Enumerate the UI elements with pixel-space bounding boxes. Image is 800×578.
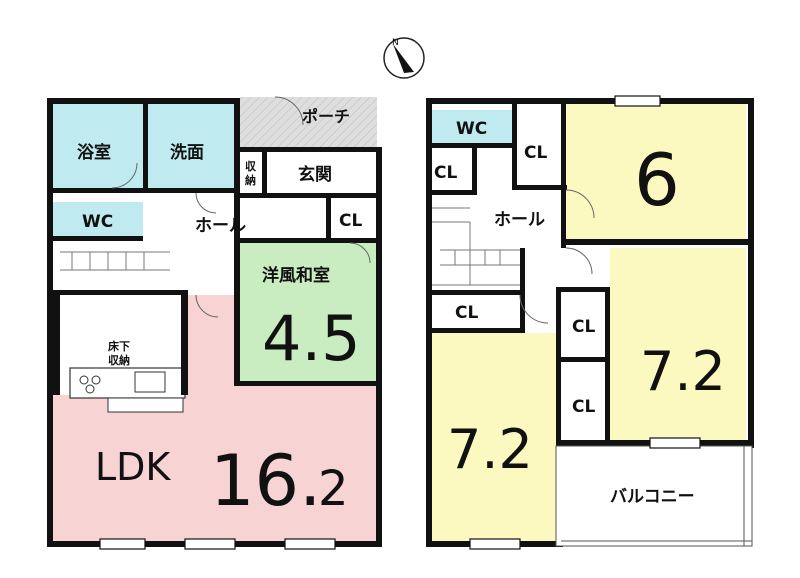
storage-label-top: 収 [245,160,257,173]
closet-label-1f: CL [339,211,362,231]
kitchen-counter [69,367,186,413]
toilet-label-1f: WC [82,212,113,232]
room-sw-size: 7.2 [447,418,533,481]
closet-label-mid-lower: CL [572,397,595,417]
porch-area [240,97,377,147]
washroom-label: 洗面 [170,142,204,163]
toilet-area [53,202,143,236]
doors-1f [111,96,371,318]
underfloor-label-bottom: 収納 [108,353,130,367]
ldk-label: LDK [95,445,171,489]
bath-label: 浴室 [77,142,111,163]
balcony-railing [555,445,753,547]
japanese-room-size: 4.5 [262,302,361,375]
porch-label: ポーチ [302,107,350,126]
entrance-label: 玄関 [298,164,332,185]
toilet-area-2f [432,110,512,143]
closet-label-mid-upper: CL [572,317,595,337]
stairs-1f [60,251,170,271]
second-floor-plan: WC CL CL ホール 6 CL CL CL 7.2 7.2 バルコニー [426,95,754,550]
north-label: N [392,38,399,48]
toilet-label-2f: WC [456,119,487,139]
room-e-area [610,248,746,442]
first-floor-plan: 浴室 洗面 収 納 ポーチ 玄関 WC ホール CL 洋風和室 4.5 床下 収… [47,96,382,550]
ldk-size-integer: 16. [210,440,321,522]
balcony-label: バルコニー [610,487,695,507]
closet-label-left: CL [455,303,478,323]
north-arrow-icon [393,44,414,73]
storage-label-bottom: 納 [245,173,256,187]
compass: N [383,37,425,79]
ldk-size-decimal: 2 [318,461,349,517]
closet-label-top: CL [524,143,547,163]
room-e-size: 7.2 [640,340,726,403]
room-ne-size: 6 [634,138,680,222]
bath-area [53,104,143,188]
doors-2f [519,189,595,324]
room-ne-area [566,104,746,239]
windows-2f [469,95,701,550]
windows-1f [99,538,336,550]
closet-label-wc: CL [434,163,457,183]
washroom-area [148,104,234,188]
japanese-room-label: 洋風和室 [262,265,330,286]
underfloor-label-top: 床下 [108,339,130,353]
room-sw-area [432,333,556,541]
hall-label-1f: ホール [195,216,246,236]
hall-label-2f: ホール [494,210,545,230]
japanese-room-area [240,243,376,381]
stairs-2f [432,207,520,286]
